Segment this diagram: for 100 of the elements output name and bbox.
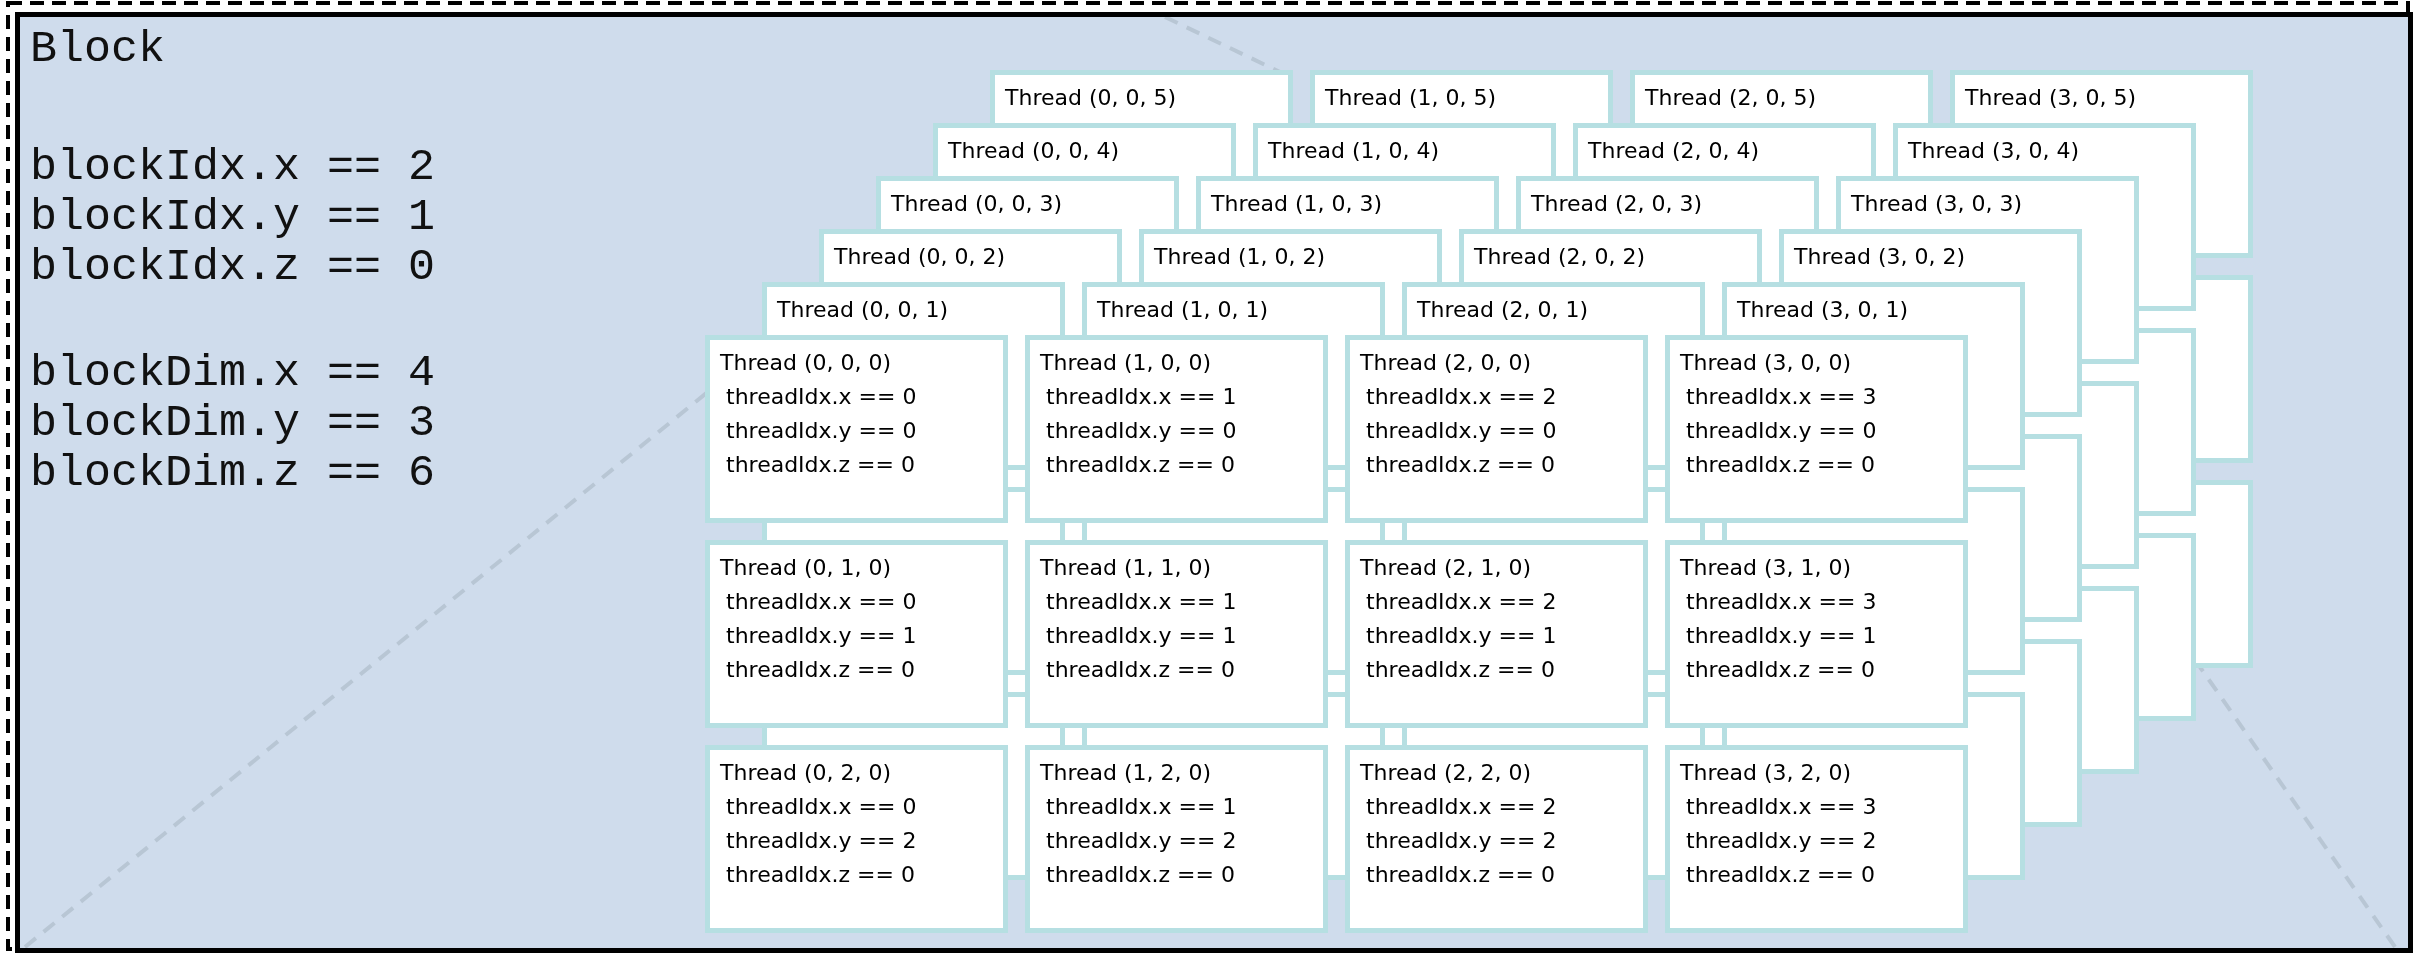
thread-box-header: [1722, 282, 2025, 335]
index-line: threadIdx.y == 2: [1046, 828, 1237, 854]
thread-box-header: [1082, 282, 1385, 335]
index-line: threadIdx.x == 0: [726, 589, 917, 615]
index-line: threadIdx.x == 3: [1686, 794, 1877, 820]
block-title: Block: [30, 25, 166, 75]
thread-box-edge: [2196, 123, 2253, 258]
index-line: threadIdx.x == 3: [1686, 384, 1877, 410]
thread-box-edge: [2139, 176, 2196, 311]
thread-box: [1665, 335, 1968, 523]
thread-box: [1345, 540, 1648, 728]
index-line: threadIdx.y == 1: [726, 623, 917, 649]
thread-box-header: [1196, 176, 1499, 229]
index-line: threadIdx.z == 0: [1686, 452, 1875, 478]
thread-box-edge: [2025, 622, 2082, 639]
index-line: threadIdx.z == 0: [1686, 862, 1875, 888]
thread-box-edge: [1008, 335, 1025, 470]
thread-label: Thread (2, 2, 0): [1360, 760, 1532, 786]
thread-box-edge: [1968, 335, 2025, 470]
thread-box-edge: [2196, 275, 2253, 463]
thread-label: Thread (0, 2, 0): [720, 760, 892, 786]
thread-label: Thread (1, 2, 0): [1040, 760, 1212, 786]
thread-box-edge: [1762, 229, 1779, 282]
thread-label: Thread (3, 1, 0): [1680, 555, 1852, 581]
thread-box-header: [1459, 229, 1762, 282]
thread-box-edge: [1648, 692, 1665, 728]
thread-box-header: [1402, 282, 1705, 335]
thread-label: Thread (3, 0, 1): [1737, 297, 1909, 323]
thread-box: [1665, 745, 1968, 933]
index-line: threadIdx.z == 0: [1046, 452, 1235, 478]
thread-box-edge: [1082, 728, 1385, 745]
thread-box-edge: [1648, 540, 1665, 675]
thread-label: Thread (2, 0, 4): [1588, 138, 1760, 164]
thread-box-edge: [1402, 523, 1705, 540]
thread-box-edge: [1499, 176, 1516, 229]
thread-label: Thread (2, 1, 0): [1360, 555, 1532, 581]
index-line: threadIdx.y == 2: [1686, 828, 1877, 854]
index-line: threadIdx.y == 0: [1686, 418, 1877, 444]
thread-label: Thread (3, 0, 0): [1680, 350, 1852, 376]
thread-box-edge: [2082, 569, 2139, 586]
thread-label: Thread (3, 0, 4): [1908, 138, 2080, 164]
thread-box-header: [1139, 229, 1442, 282]
thread-box-edge: [1648, 675, 1665, 692]
thread-box-edge: [1705, 282, 1722, 335]
thread-box-edge: [2139, 311, 2196, 328]
thread-label: Thread (0, 1, 0): [720, 555, 892, 581]
thread-box-header: [876, 176, 1179, 229]
thread-box-edge: [2139, 328, 2196, 516]
index-line: threadIdx.y == 2: [1366, 828, 1557, 854]
thread-box: [1345, 335, 1648, 523]
index-line: threadIdx.y == 0: [1046, 418, 1237, 444]
thread-box-header: [933, 123, 1236, 176]
thread-box-edge: [1402, 728, 1705, 745]
index-line: threadIdx.z == 0: [726, 657, 915, 683]
index-line: threadIdx.x == 2: [1366, 589, 1557, 615]
thread-box-edge: [1968, 675, 2025, 692]
index-line: threadIdx.z == 0: [1046, 862, 1235, 888]
thread-label: Thread (1, 0, 5): [1325, 85, 1497, 111]
index-line: threadIdx.x == 1: [1046, 589, 1237, 615]
thread-box-header: [990, 70, 1293, 123]
thread-label: Thread (1, 0, 1): [1097, 297, 1269, 323]
index-line: threadIdx.x == 2: [1366, 384, 1557, 410]
thread-box-edge: [2025, 417, 2082, 434]
index-line: threadIdx.x == 2: [1366, 794, 1557, 820]
code-line: blockDim.z == 6: [30, 449, 436, 499]
thread-box-header: [1950, 70, 2253, 123]
thread-box: [705, 335, 1008, 523]
thread-box-edge: [1648, 335, 1665, 470]
thread-box-edge: [2082, 586, 2139, 774]
thread-box-header: [1516, 176, 1819, 229]
thread-box-edge: [1008, 470, 1025, 487]
thread-box-edge: [1328, 745, 1345, 880]
thread-box: [1025, 745, 1328, 933]
index-line: threadIdx.z == 0: [1046, 657, 1235, 683]
thread-label: Thread (3, 2, 0): [1680, 760, 1852, 786]
thread-label: Thread (2, 0, 2): [1474, 244, 1646, 270]
thread-box-edge: [1008, 692, 1025, 728]
index-line: threadIdx.y == 1: [1046, 623, 1237, 649]
thread-box-edge: [1328, 470, 1345, 487]
thread-box-edge: [1819, 176, 1836, 229]
thread-box-edge: [1968, 470, 2025, 487]
thread-box-edge: [2196, 480, 2253, 668]
thread-box-edge: [1082, 523, 1385, 540]
thread-box-edge: [1968, 692, 2025, 880]
thread-box-edge: [1876, 123, 1893, 176]
thread-box-edge: [1065, 282, 1082, 335]
thread-box-edge: [1328, 675, 1345, 692]
thread-box-edge: [1648, 487, 1665, 523]
thread-box-header: [1310, 70, 1613, 123]
thread-label: Thread (2, 0, 5): [1645, 85, 1817, 111]
thread-box-edge: [762, 728, 1065, 745]
thread-box-edge: [2025, 639, 2082, 827]
thread-box-header: [1836, 176, 2139, 229]
thread-box-header: [1573, 123, 1876, 176]
thread-box-edge: [2082, 364, 2139, 381]
index-line: threadIdx.z == 0: [1366, 862, 1555, 888]
index-line: threadIdx.z == 0: [726, 452, 915, 478]
thread-box-edge: [2139, 516, 2196, 533]
thread-box-edge: [1705, 728, 1722, 745]
code-line: blockIdx.x == 2: [30, 143, 436, 193]
